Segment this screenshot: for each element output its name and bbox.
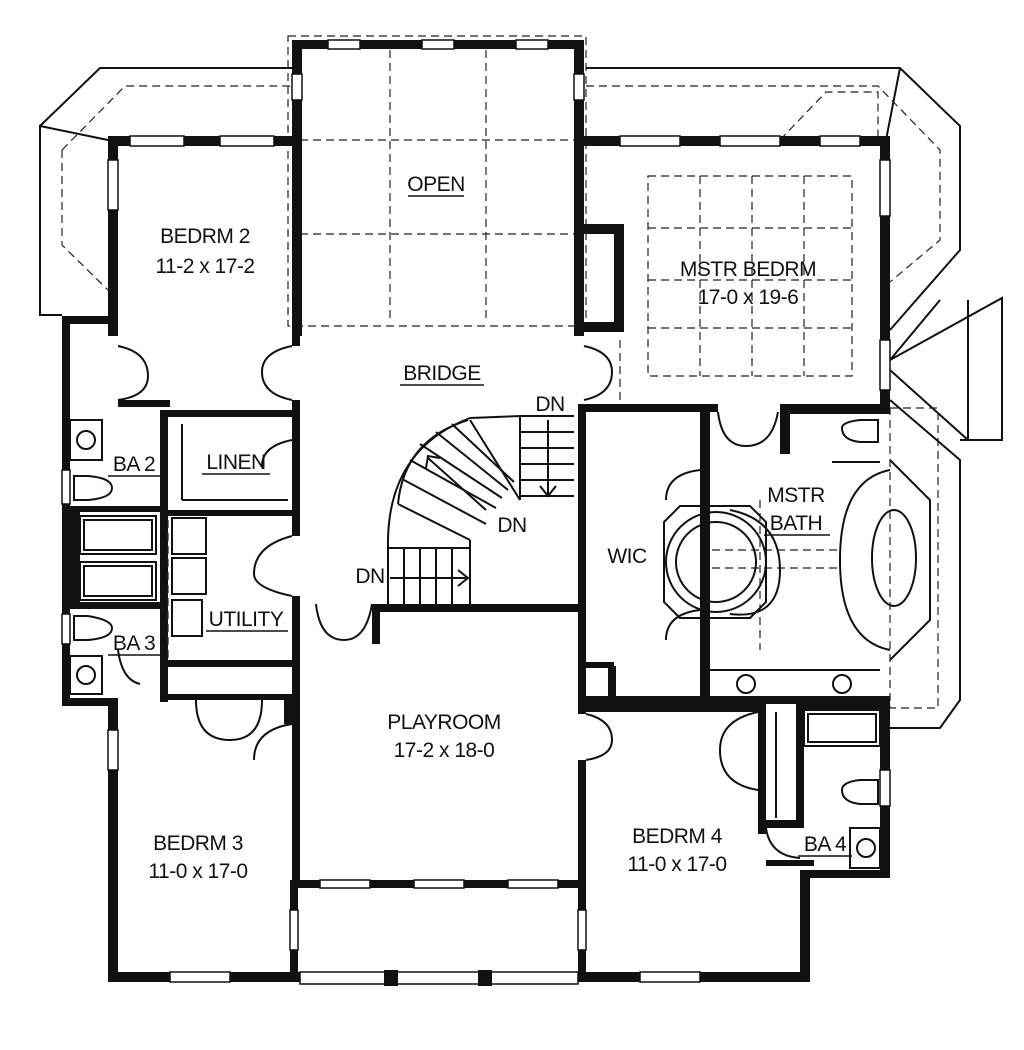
bedrm2-name: BEDRM 2	[160, 225, 250, 248]
bedrm3-size: 11-0 x 17-0	[148, 860, 247, 883]
bedrm3-name: BEDRM 3	[153, 832, 243, 855]
bedrm4-name: BEDRM 4	[632, 825, 723, 848]
mstr-bedrm-size: 17-0 x 19-6	[698, 286, 799, 309]
playroom-name: PLAYROOM	[387, 711, 500, 734]
stair-dn-left: DN	[355, 565, 384, 588]
stair-dn-middle: DN	[497, 514, 526, 537]
stair-dn-top: DN	[535, 393, 564, 416]
bridge-name: BRIDGE	[403, 362, 481, 385]
mstr-bath-name-2: BATH	[770, 512, 822, 535]
linen-name: LINEN	[206, 451, 265, 474]
roof-outlines	[39, 35, 1003, 729]
wic-name: WIC	[607, 545, 647, 568]
utility-name: UTILITY	[209, 608, 284, 631]
open-name: OPEN	[407, 173, 465, 196]
ba4-name: BA 4	[804, 833, 847, 856]
windows	[61, 39, 891, 986]
room-labels: BEDRM 2 11-2 x 17-2 OPEN MSTR BEDRM 17-0…	[108, 173, 852, 883]
mstr-bath-name: MSTR	[767, 484, 825, 507]
staircase	[386, 414, 574, 604]
bedrm4-size: 11-0 x 17-0	[627, 853, 726, 876]
ba2-name: BA 2	[113, 453, 155, 476]
ba3-name: BA 3	[113, 632, 155, 655]
fixtures	[69, 419, 931, 869]
mstr-bedrm-name: MSTR BEDRM	[680, 258, 816, 281]
doors	[117, 345, 801, 859]
bedrm2-size: 11-2 x 17-2	[155, 255, 254, 278]
playroom-size: 17-2 x 18-0	[394, 739, 495, 762]
